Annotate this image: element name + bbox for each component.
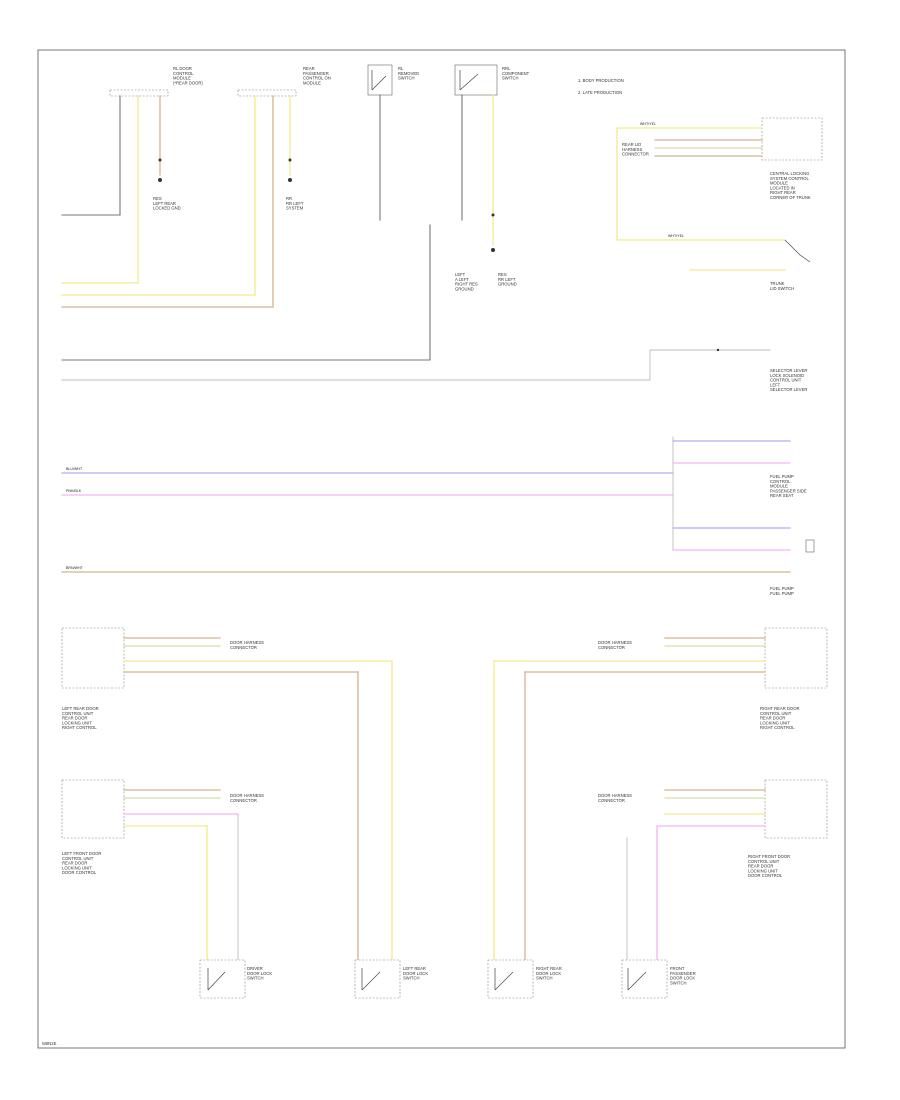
legend-1: 1. BODY PRODUCTION xyxy=(578,78,624,83)
diagram-frame xyxy=(37,49,846,1049)
wire-label-blu-wht-1: BLU/WHT xyxy=(66,467,83,471)
legend-2: 2. LATE PRODUCTION xyxy=(578,90,622,95)
footer-code: W8N2E xyxy=(42,1041,57,1046)
wire-label-wht-yel-2: WHT/YEL xyxy=(668,234,684,238)
wire-label-pnk-1: PNK/BLK xyxy=(66,489,82,493)
wire-label-brn-wht: BRN/WHT xyxy=(66,566,84,570)
wire-label-wht-yel-1: WHT/YEL xyxy=(640,122,656,126)
